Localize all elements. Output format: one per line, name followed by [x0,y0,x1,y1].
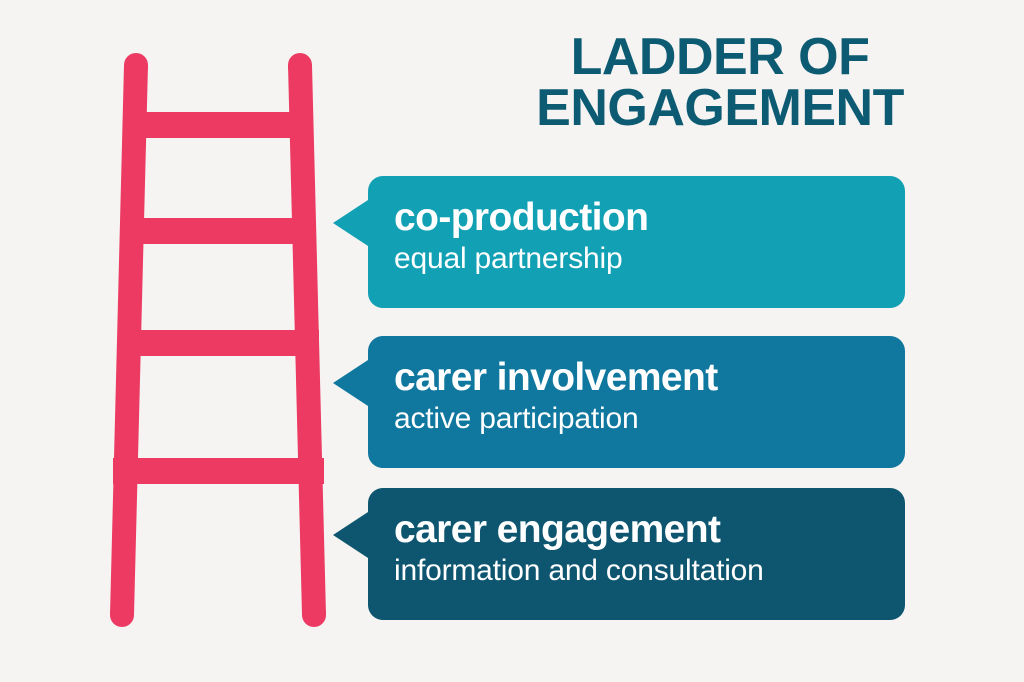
pointer-arrow-icon [333,200,368,246]
ladder-rung [118,330,319,356]
step-card-carer-involvement[interactable]: carer involvement active participation [333,336,905,468]
ladder-rung [126,112,310,138]
ladder-rung [122,218,314,244]
step-title: carer engagement [394,508,721,551]
ladder-rung [113,458,324,484]
ladder-svg [110,53,326,627]
ladder-rail-right-cap-bottom [302,601,326,627]
step-subtitle: equal partnership [394,241,623,275]
page-title: LADDER OF ENGAGEMENT [536,28,904,137]
ladder-rail-left-cap-top [124,53,148,79]
step-title: co-production [394,196,649,239]
ladder-illustration [88,40,358,640]
ladder-rail-right-cap-top [288,53,312,79]
pointer-arrow-icon [333,360,368,406]
ladder-rail-left-cap-bottom [110,601,134,627]
step-card-co-production[interactable]: co-production equal partnership [333,176,905,308]
pointer-arrow-icon [333,512,368,558]
step-subtitle: active participation [394,401,639,435]
step-subtitle: information and consultation [394,553,764,587]
step-card-carer-engagement[interactable]: carer engagement information and consult… [333,488,905,620]
step-title: carer involvement [394,356,718,399]
